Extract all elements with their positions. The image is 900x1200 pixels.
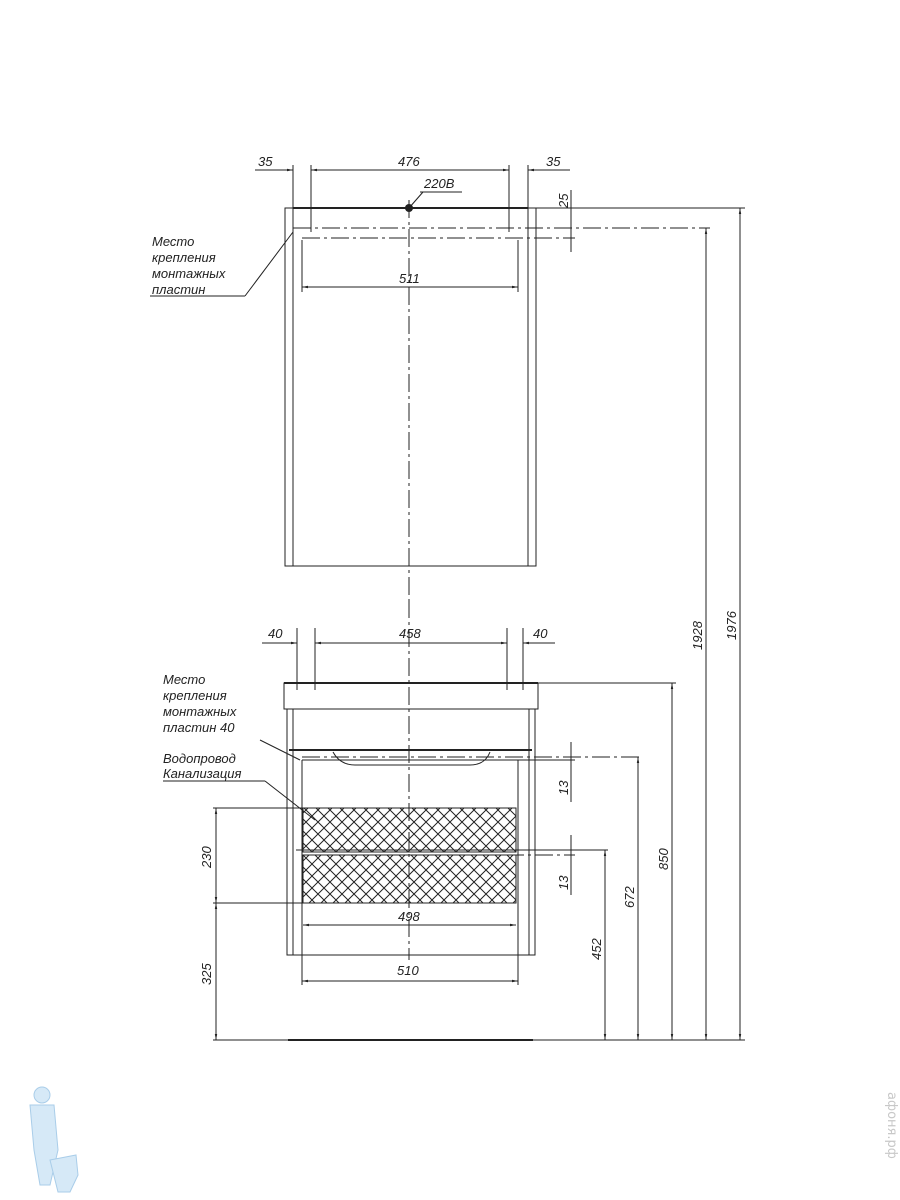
- watermark: афоня.рф: [884, 1092, 899, 1159]
- pipes-note: Водопровод Канализация: [163, 751, 241, 781]
- dim-inner-width: 498: [398, 909, 420, 924]
- dim-gap-top: 13: [556, 780, 571, 795]
- cabinet-mount-note: Место крепления монтажных пластин 40: [163, 672, 240, 735]
- pipe-zone-upper: [302, 807, 517, 853]
- mirror-mount-note: Место крепления монтажных пластин: [152, 234, 229, 297]
- dim-mirror-right: 35: [546, 154, 561, 169]
- dim-cabinet-left: 40: [268, 626, 283, 641]
- dim-height-1928: 1928: [690, 620, 705, 650]
- dim-mount-width: 511: [399, 271, 420, 286]
- pipe-zone-lower: [302, 854, 517, 904]
- vanity-cabinet: 40 458 40 13 13 498 510 230 325 Место кр…: [163, 600, 640, 1040]
- dim-cabinet-right: 40: [533, 626, 548, 641]
- dim-mirror-width: 476: [398, 154, 420, 169]
- plumber-logo-icon: [29, 1086, 79, 1193]
- dim-height-850: 850: [656, 848, 671, 870]
- dim-pipe-zone-floor: 325: [199, 963, 214, 985]
- mirror-cabinet: 220В 35 476 35 511 25 Место крепления мо…: [150, 154, 745, 600]
- height-dimensions: 452 672 850 1928 1976: [213, 208, 745, 1041]
- dim-height-1976: 1976: [724, 610, 739, 640]
- dim-height-452: 452: [589, 938, 604, 960]
- dim-gap-bottom: 13: [556, 875, 571, 890]
- power-label: 220В: [423, 176, 455, 191]
- dim-outer-width: 510: [397, 963, 419, 978]
- dim-cabinet-width: 458: [399, 626, 421, 641]
- dim-mirror-left: 35: [258, 154, 273, 169]
- dim-pipe-zone-height: 230: [199, 846, 214, 869]
- dim-height-672: 672: [622, 886, 637, 908]
- dim-top-offset: 25: [556, 193, 571, 209]
